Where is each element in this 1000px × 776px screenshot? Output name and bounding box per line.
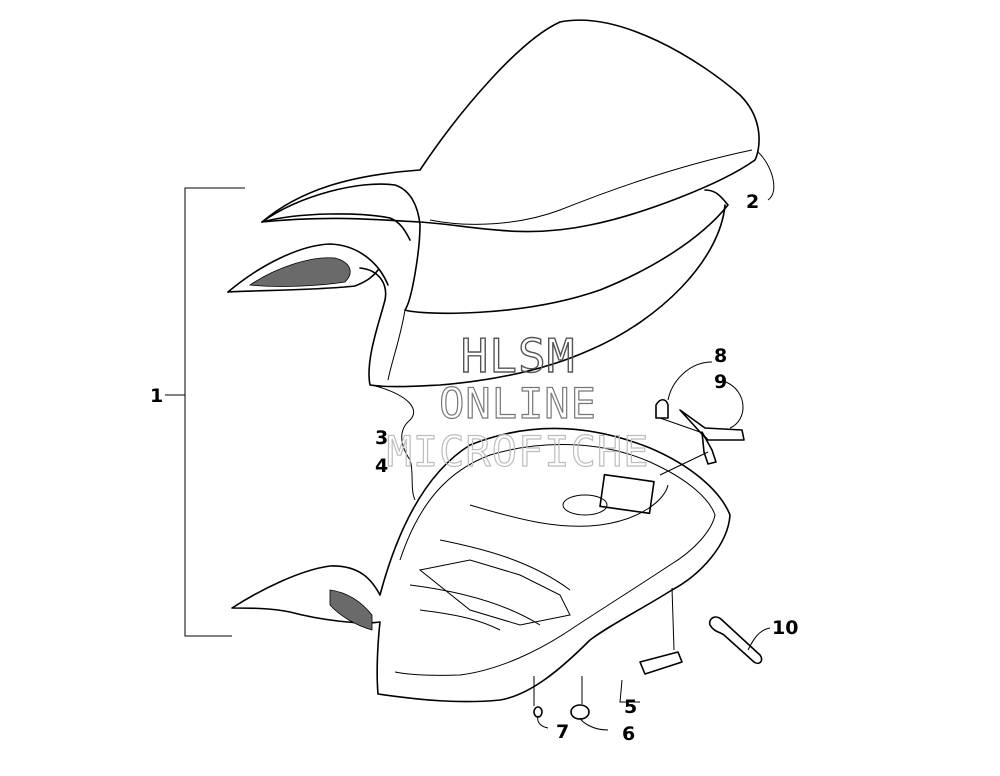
leader-lines: [165, 151, 775, 731]
callout-labels: 1 2 3 4 5 6 7 8 9 10: [150, 191, 798, 745]
latch-assembly: [655, 398, 745, 465]
watermark: HLSM ONLINE MICROFICHE: [386, 328, 650, 476]
watermark-line1: HLSM: [461, 329, 576, 383]
callout-7: 7: [556, 721, 569, 743]
callout-3: 3: [375, 427, 388, 449]
callout-2: 2: [746, 191, 759, 213]
small-parts: [533, 651, 683, 720]
callout-8: 8: [714, 345, 727, 367]
callout-9: 9: [714, 371, 727, 393]
callout-1: 1: [150, 385, 163, 407]
seat-pan: [231, 427, 731, 703]
seat-frame: [227, 183, 729, 388]
callout-10: 10: [772, 617, 798, 639]
watermark-line2: ONLINE: [439, 379, 597, 428]
callout-4: 4: [375, 455, 388, 477]
lever-part: [708, 616, 763, 665]
seat-cover: [261, 19, 760, 241]
watermark-line3: MICROFICHE: [387, 427, 650, 476]
callout-5: 5: [624, 696, 637, 718]
callout-6: 6: [622, 723, 635, 745]
